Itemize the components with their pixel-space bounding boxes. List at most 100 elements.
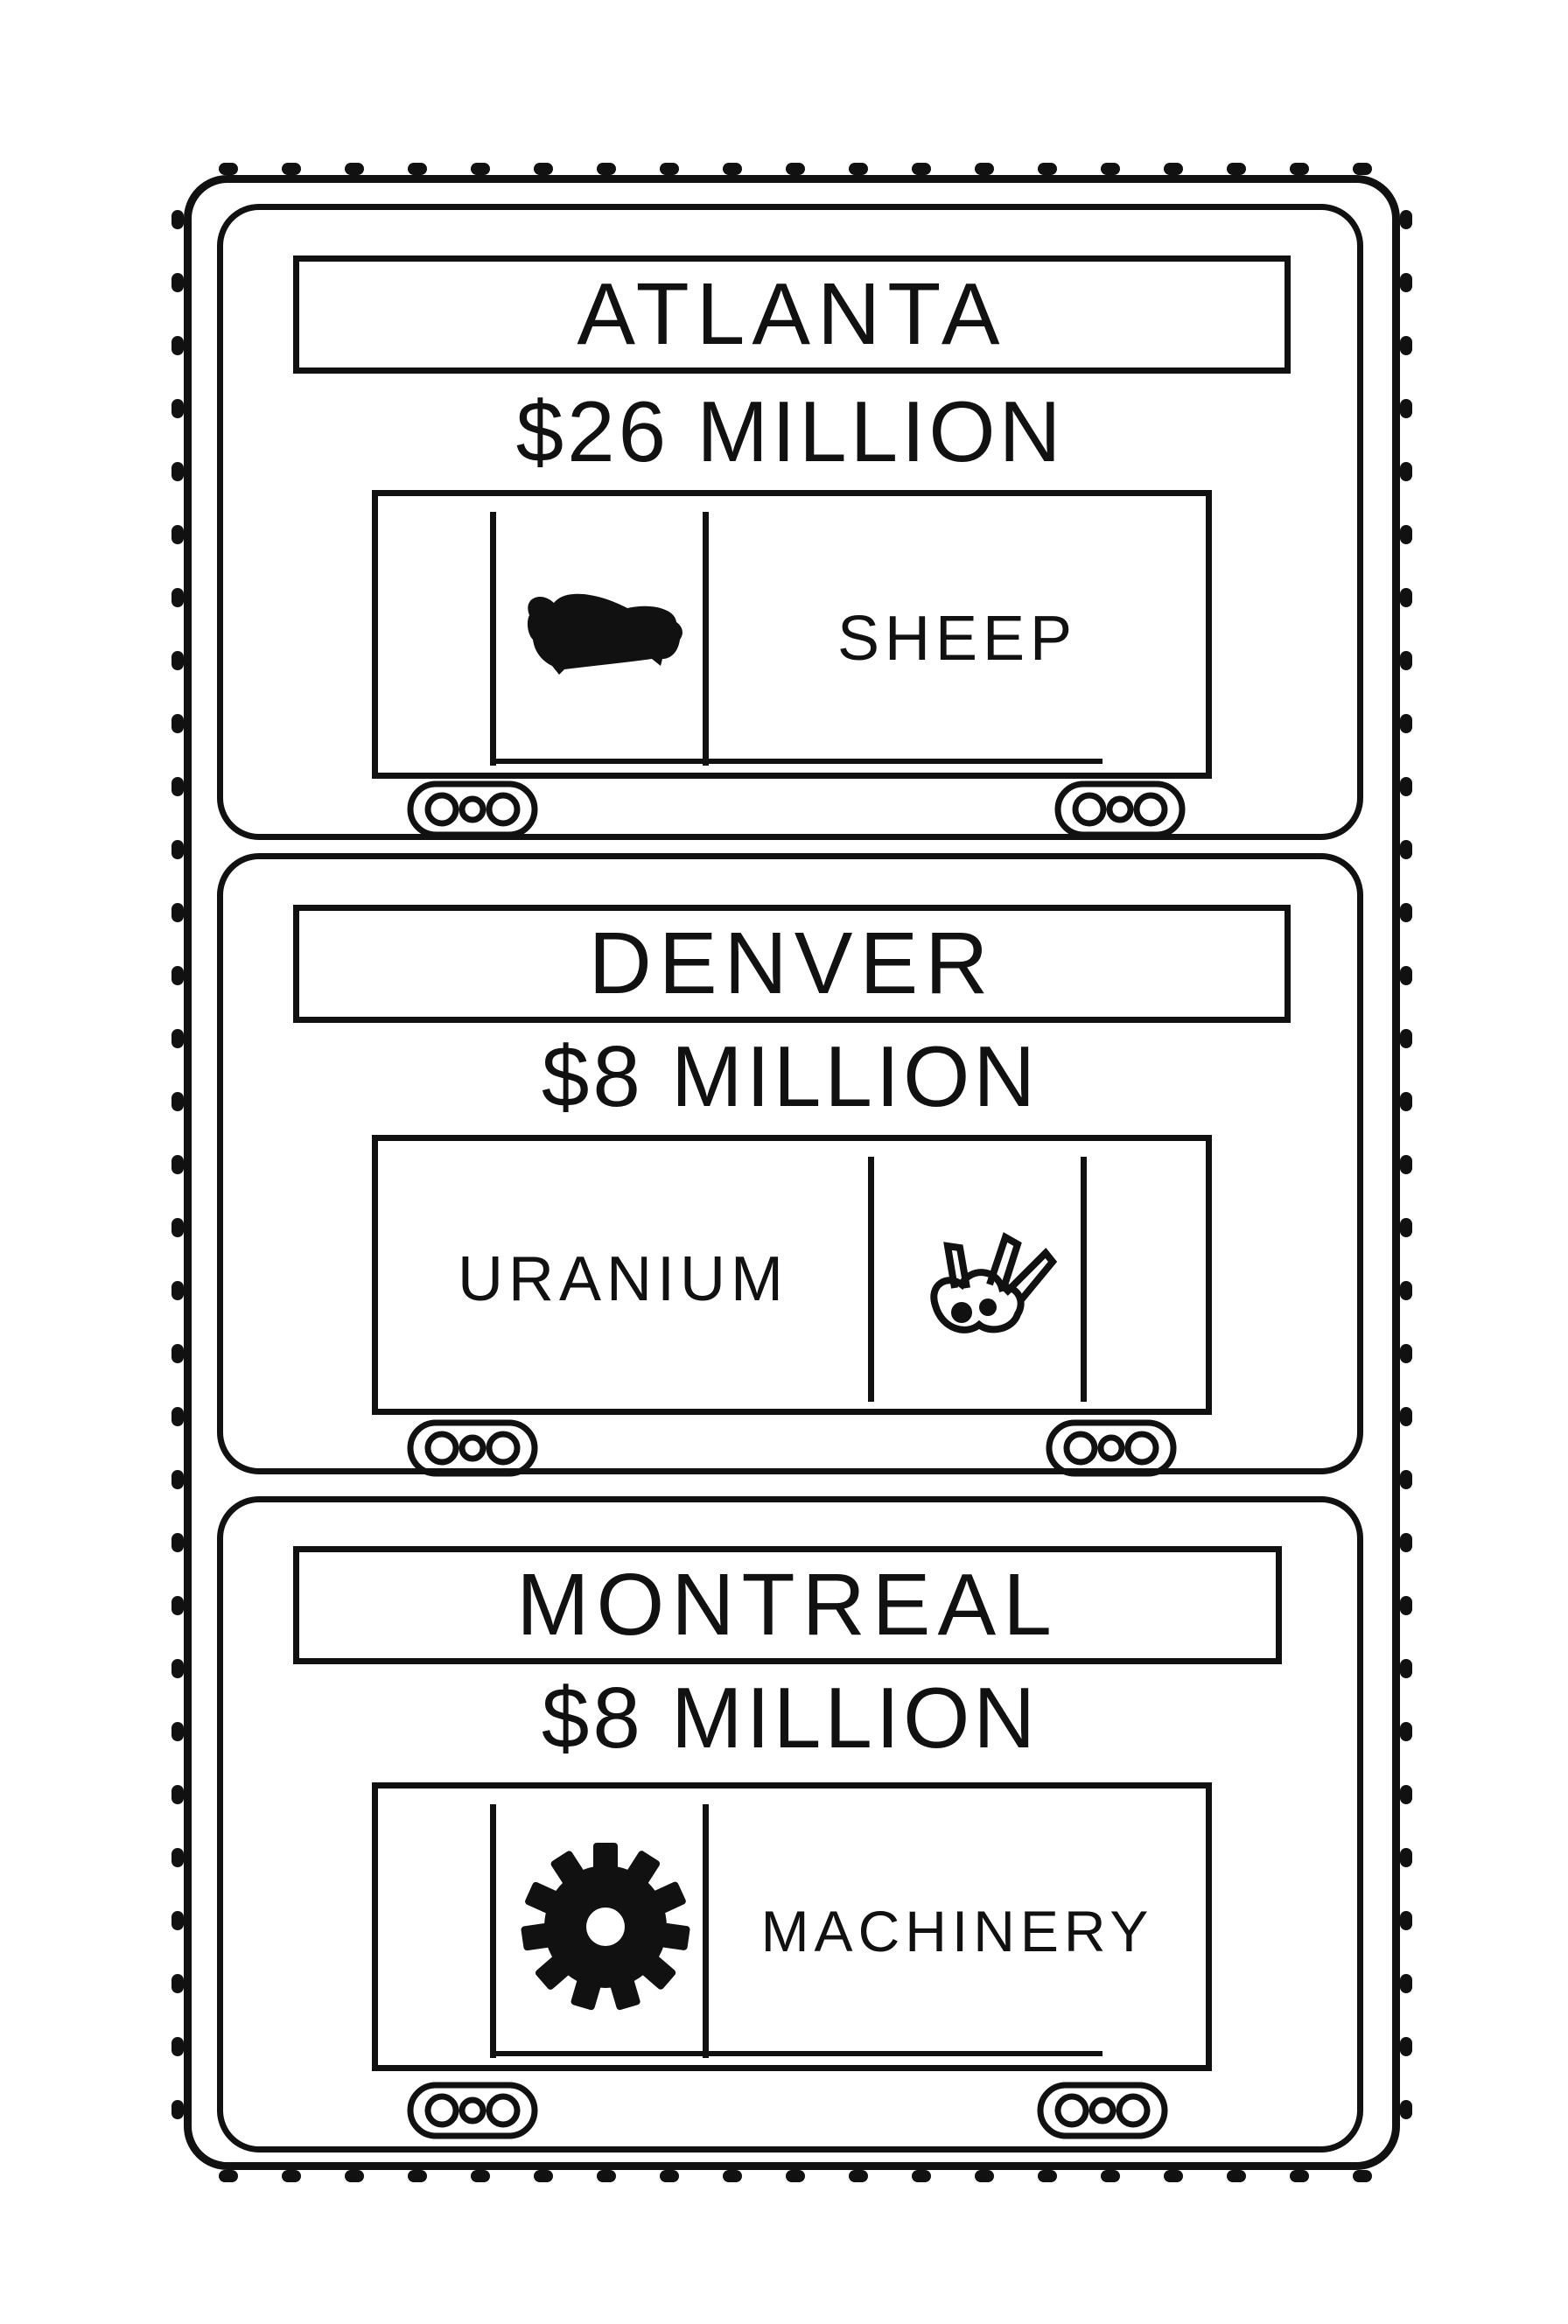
perforation-tick: [172, 2100, 184, 2119]
perforation-tick: [786, 163, 805, 175]
wheel-set: [1046, 1418, 1177, 1479]
perforation-tick: [1400, 336, 1412, 355]
city-name: MONTREAL: [293, 1546, 1282, 1664]
city-name: DENVER: [293, 905, 1291, 1023]
perforation-tick: [172, 2037, 184, 2056]
perforation-tick: [172, 1785, 184, 1804]
perforation-tick: [1400, 1785, 1412, 1804]
perforation-tick: [471, 163, 490, 175]
perforation-tick: [408, 163, 427, 175]
rail-line: [490, 759, 1102, 764]
freight-car: MACHINERY: [372, 1782, 1212, 2071]
payoff-amount: $26 MILLION: [515, 383, 1065, 480]
perforation-tick: [172, 1470, 184, 1489]
perforation-tick: [172, 462, 184, 481]
perforation-tick: [1400, 1281, 1412, 1300]
freight-car: SHEEP: [372, 490, 1212, 779]
perforation-tick: [471, 2170, 490, 2182]
perforation-tick: [1164, 163, 1183, 175]
perforation-tick: [1038, 2170, 1057, 2182]
perforation-tick: [1227, 163, 1246, 175]
perforation-tick: [172, 1911, 184, 1930]
perforation-tick: [172, 336, 184, 355]
perforation-tick: [1101, 2170, 1120, 2182]
perforation-tick: [172, 1974, 184, 1993]
perforation-tick: [172, 1848, 184, 1867]
goods-label: URANIUM: [458, 1244, 788, 1314]
perforation-tick: [1400, 399, 1412, 418]
perforation-tick: [912, 163, 931, 175]
perforation-tick: [1353, 2170, 1372, 2182]
payoff-card-atlanta[interactable]: ATLANTA $26 MILLION SHEEP: [217, 204, 1363, 840]
perforation-tick: [1400, 1533, 1412, 1552]
perforation-tick: [1400, 714, 1412, 733]
perforation-tick: [172, 1218, 184, 1237]
perforation-tick: [219, 163, 238, 175]
perforation-tick: [849, 2170, 868, 2182]
perforation-tick: [1400, 462, 1412, 481]
perforation-tick: [1400, 1344, 1412, 1363]
rail-line: [490, 2051, 1102, 2056]
perforation-tick: [1400, 1974, 1412, 1993]
perforation-tick: [660, 163, 679, 175]
perforation-tick: [1400, 651, 1412, 670]
perforation-tick: [172, 399, 184, 418]
perforation-tick: [172, 1281, 184, 1300]
perforation-tick: [1400, 588, 1412, 607]
perforation-tick: [172, 1029, 184, 1048]
perforation-tick: [1400, 1722, 1412, 1741]
perforation-tick: [172, 1533, 184, 1552]
wheel-set: [407, 779, 538, 840]
perforation-tick: [172, 966, 184, 985]
perforation-tick: [172, 903, 184, 922]
perforation-tick: [172, 840, 184, 859]
payoff-amount: $8 MILLION: [541, 1670, 1040, 1766]
icon-panel: [490, 1804, 709, 2058]
perforation-tick: [1164, 2170, 1183, 2182]
perforation-tick: [1400, 903, 1412, 922]
perforation-tick: [1400, 210, 1412, 229]
perforation-tick: [172, 210, 184, 229]
perforation-tick: [282, 163, 301, 175]
goods-label: MACHINERY: [760, 1899, 1154, 1964]
perforation-tick: [1101, 163, 1120, 175]
goods-label: SHEEP: [836, 604, 1078, 674]
sheep-icon: [527, 593, 682, 675]
perforation-tick: [1400, 1911, 1412, 1930]
payoff-card-denver[interactable]: DENVER $8 MILLION URANIUM: [217, 853, 1363, 1477]
perforation-tick: [1400, 1596, 1412, 1615]
wheel-set: [1054, 779, 1186, 840]
perforation-tick: [1400, 1470, 1412, 1489]
perforation-tick: [723, 2170, 742, 2182]
perforation-tick: [408, 2170, 427, 2182]
perforation-tick: [1353, 163, 1372, 175]
perforation-tick: [1400, 1092, 1412, 1111]
perforation-tick: [975, 2170, 994, 2182]
perforation-tick: [1400, 525, 1412, 544]
perforation-tick: [786, 2170, 805, 2182]
perforation-tick: [172, 1722, 184, 1741]
payoff-amount: $8 MILLION: [541, 1028, 1040, 1124]
perforation-tick: [1038, 163, 1057, 175]
perforation-tick: [1290, 163, 1309, 175]
perforation-tick: [172, 1407, 184, 1426]
payoff-card-montreal[interactable]: MONTREAL $8 MILLION: [217, 1496, 1363, 2152]
perforation-tick: [1290, 2170, 1309, 2182]
gear-icon: [521, 1843, 690, 2011]
perforation-tick: [1400, 1848, 1412, 1867]
perforation-tick: [172, 777, 184, 796]
perforation-tick: [172, 1092, 184, 1111]
perforation-tick: [1400, 1659, 1412, 1678]
perforation-tick: [1400, 840, 1412, 859]
perforation-tick: [345, 2170, 364, 2182]
perforation-tick: [172, 525, 184, 544]
perforation-tick: [1400, 1407, 1412, 1426]
perforation-tick: [1227, 2170, 1246, 2182]
wheel-set: [407, 1418, 538, 1479]
perforation-tick: [597, 163, 616, 175]
perforation-tick: [219, 2170, 238, 2182]
perforation-tick: [172, 714, 184, 733]
perforation-tick: [345, 163, 364, 175]
perforation-tick: [1400, 1029, 1412, 1048]
perforation-tick: [172, 1659, 184, 1678]
